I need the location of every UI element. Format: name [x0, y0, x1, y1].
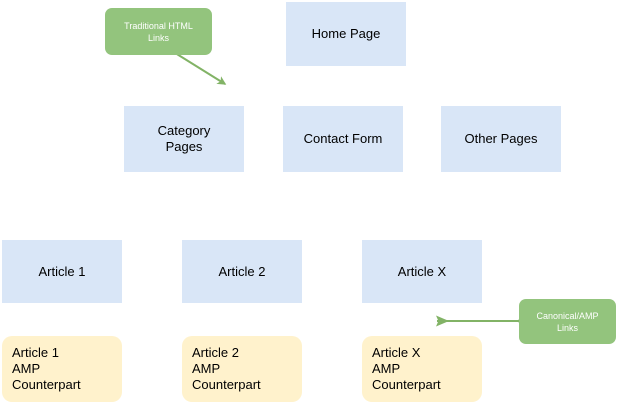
- node-category-pages[interactable]: Category Pages: [124, 106, 244, 172]
- node-article-x[interactable]: Article X: [362, 240, 482, 303]
- node-article-2[interactable]: Article 2: [182, 240, 302, 303]
- callout-canonical-amp-links[interactable]: Canonical/AMP Links: [519, 299, 616, 344]
- node-article-1[interactable]: Article 1: [2, 240, 122, 303]
- node-article-x-amp-counterpart[interactable]: Article X AMP Counterpart: [362, 336, 482, 402]
- node-contact-form[interactable]: Contact Form: [283, 106, 403, 172]
- node-article-1-amp-counterpart[interactable]: Article 1 AMP Counterpart: [2, 336, 122, 402]
- arrow-traditional-html-links: [171, 50, 227, 85]
- node-home-page[interactable]: Home Page: [286, 2, 406, 66]
- node-other-pages[interactable]: Other Pages: [441, 106, 561, 172]
- callout-traditional-html-links[interactable]: Traditional HTML Links: [105, 8, 212, 55]
- node-article-2-amp-counterpart[interactable]: Article 2 AMP Counterpart: [182, 336, 302, 402]
